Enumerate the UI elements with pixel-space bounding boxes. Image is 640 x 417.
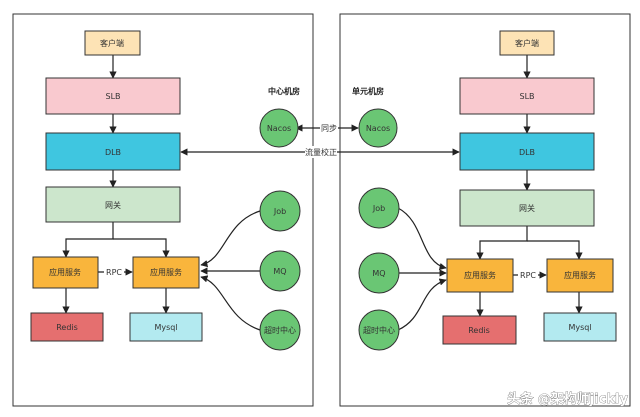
right-app-service-1 [446,258,514,293]
unit-room-title: 单元机房 [352,86,384,96]
job-left-label: Job [273,207,286,216]
job-left-node [259,190,301,232]
mq-left-node [259,250,301,292]
traffic-check-label: 流量校正 [305,147,337,157]
job-right-node [358,187,400,229]
right-gateway-label: 网关 [519,203,535,213]
job-right-label: Job [372,204,385,213]
left-connections [62,55,261,331]
right-redis-label: Redis [468,326,490,335]
right-client-label: 客户端 [515,38,539,48]
nacos-left-node [259,108,299,148]
nacos-right-node [358,108,398,148]
unit-room-frame [339,13,631,407]
left-app-service-2-label: 应用服务 [150,267,182,277]
mq-right-label: MQ [372,269,385,278]
timeout-center-right-node [358,309,400,351]
right-app-service-1-label: 应用服务 [464,270,496,280]
watermark: 头条 @架构师jickly [507,391,628,407]
right-slb-label: SLB [519,92,534,101]
right-mysql-label: Mysql [568,323,591,332]
right-app-service-2-label: 应用服务 [564,270,596,280]
left-redis-box [30,312,104,342]
right-slb-box [459,77,595,115]
nacos-right-label: Nacos [366,124,390,133]
rpc-left-label: RPC [106,268,122,277]
right-dlb-label: DLB [519,148,535,157]
timeout-center-left-label: 超时中心 [264,325,296,335]
mq-right-node [358,252,400,294]
center-room-title: 中心机房 [268,86,300,96]
mq-left-label: MQ [273,267,286,276]
left-redis-label: Redis [56,323,78,332]
timeout-center-left-node [259,309,301,351]
left-gateway-box [45,186,181,223]
left-dlb-box [45,132,181,171]
right-redis-box [442,315,517,345]
left-slb-label: SLB [105,92,120,101]
left-client-label: 客户端 [100,38,124,48]
right-mysql-box [543,312,617,342]
left-app-service-2 [132,256,200,289]
left-app-service-1-label: 应用服务 [49,267,81,277]
right-dlb-box [459,132,595,171]
right-gateway-box [459,189,595,227]
nacos-left-label: Nacos [267,124,291,133]
sync-label: 同步 [321,124,337,133]
left-mysql-label: Mysql [154,323,177,332]
left-app-service-1 [32,256,99,289]
left-slb-box [45,77,181,115]
right-client-box [499,30,555,56]
center-room-frame [12,13,314,407]
rpc-right-label: RPC [520,271,536,280]
timeout-center-right-label: 超时中心 [363,325,395,335]
left-mysql-box [129,312,203,342]
left-client-box [84,30,141,56]
left-dlb-label: DLB [105,148,121,157]
right-app-service-2 [546,258,614,293]
right-connections [397,55,583,331]
left-gateway-label: 网关 [105,200,121,210]
